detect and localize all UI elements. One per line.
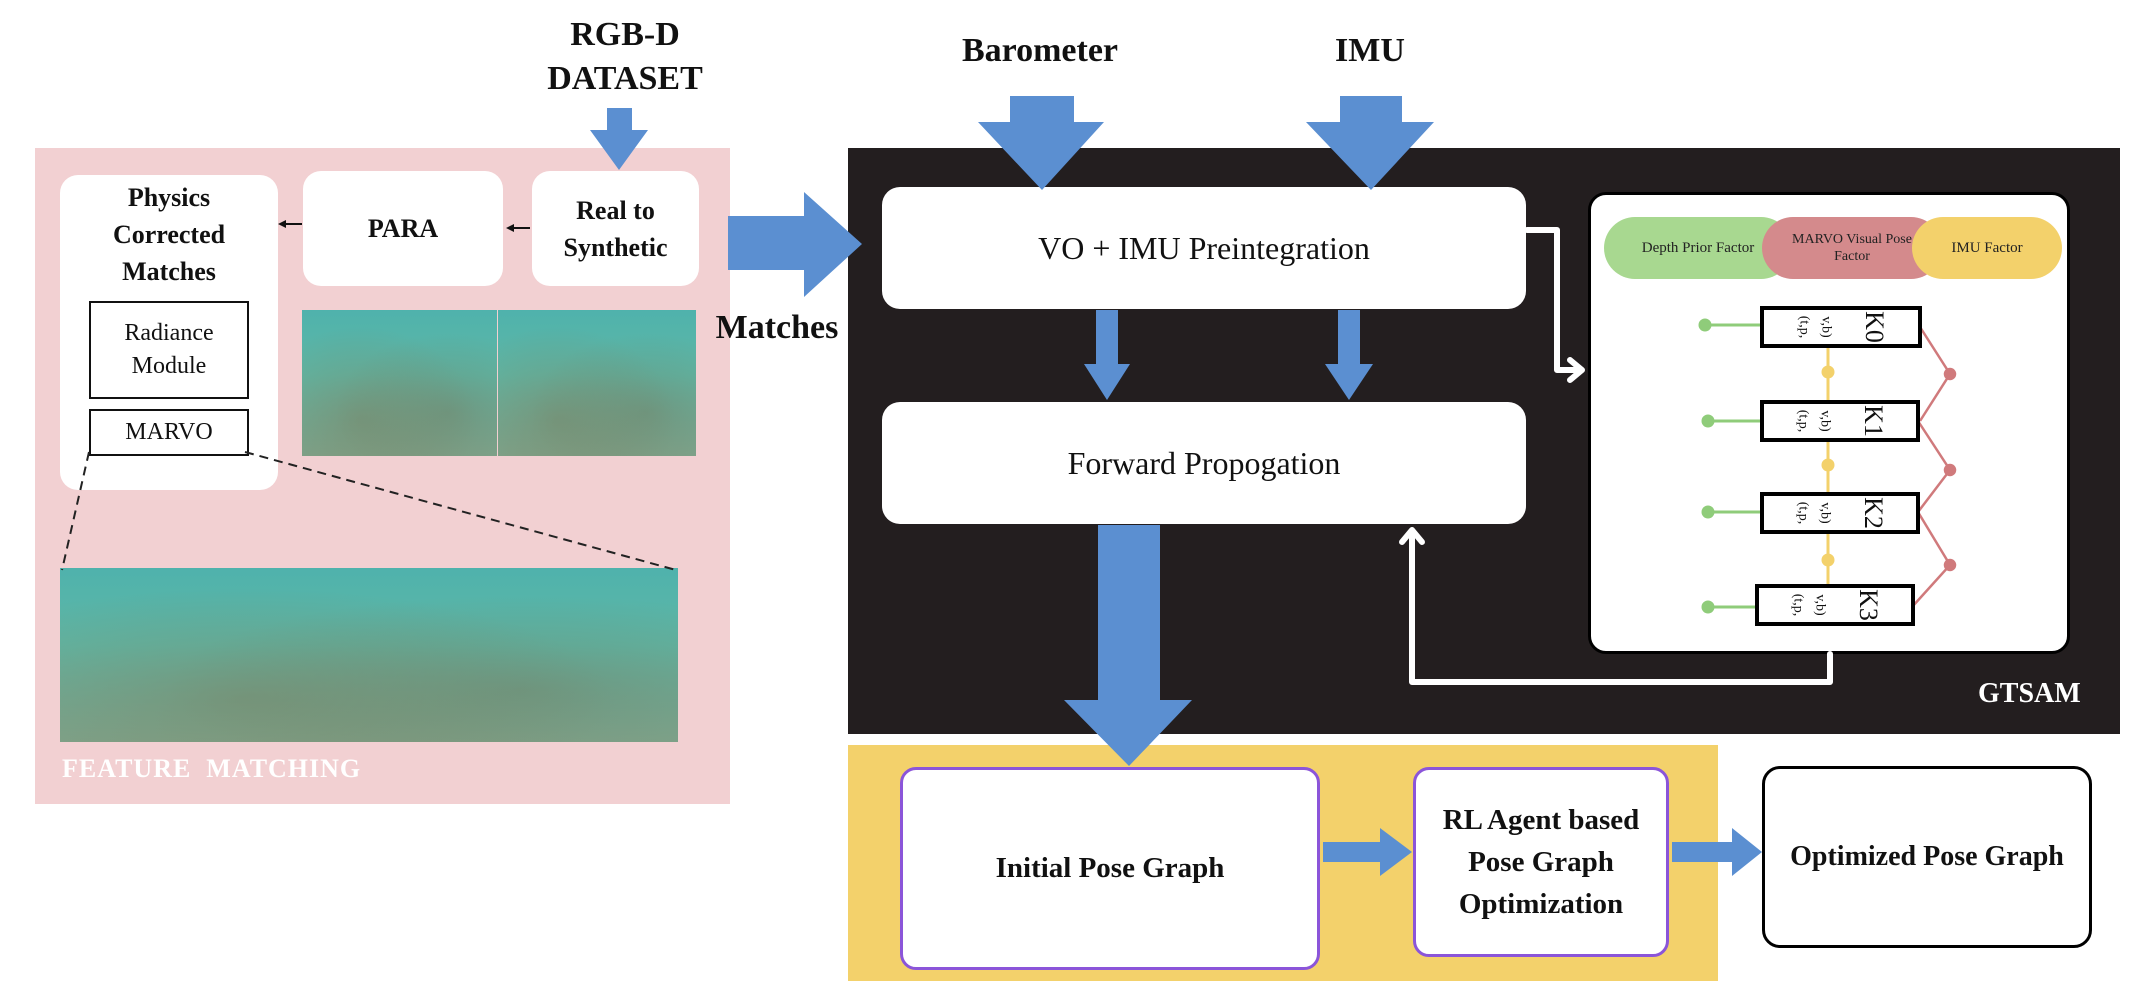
physics-line1: Physics	[127, 182, 211, 212]
imu-label: IMU	[1335, 32, 1405, 69]
arrow-imu-down	[1306, 96, 1434, 190]
radiance-line2: Module	[131, 353, 207, 379]
marvo-box: MARVO	[89, 409, 249, 456]
underwater-image-left	[302, 310, 497, 456]
arrow-initial-to-rl	[1323, 828, 1412, 876]
vo-imu-preintegration-box: VO + IMU Preintegration	[882, 187, 1526, 309]
rgbd-dataset-label: RGB-D DATASET	[520, 12, 730, 102]
keyframe-node-k2: (t,p, v,b) K2	[1760, 492, 1920, 534]
forward-propagation-box: Forward Propogation	[882, 402, 1526, 524]
para-box: PARA	[303, 171, 503, 286]
physics-line2: Corrected	[112, 219, 226, 249]
arrow-vo-forward-left	[1084, 310, 1130, 400]
imu-factor-pill: IMU Factor	[1912, 217, 2062, 279]
real-to-synthetic-box: Real to Synthetic	[532, 171, 699, 286]
marvo-factor-line1: MARVO Visual Pose	[1792, 232, 1912, 247]
arrow-barometer-down	[978, 96, 1104, 190]
real-line1: Real to	[576, 195, 655, 225]
rl-agent-box: RL Agent based Pose Graph Optimization	[1413, 767, 1669, 957]
imu-factor-label: IMU Factor	[1951, 239, 2023, 256]
vo-imu-label: VO + IMU Preintegration	[1038, 229, 1370, 266]
gtsam-panel-label: GTSAM	[1978, 678, 2081, 709]
optimized-pose-graph-label: Optimized Pose Graph	[1790, 841, 2064, 872]
physics-line3: Matches	[122, 256, 216, 286]
arrow-matches-right	[728, 192, 862, 297]
arrow-forward-to-initial	[1064, 525, 1192, 766]
keyframe-node-k3: (t,p, v,b) K3	[1755, 584, 1915, 626]
real-line2: Synthetic	[563, 232, 668, 262]
arrow-vo-forward-right	[1325, 310, 1373, 400]
keyframe-node-k0: (t,p, v,b) K0	[1760, 306, 1922, 348]
marvo-label: MARVO	[125, 419, 213, 445]
depth-prior-factor-pill: Depth Prior Factor	[1604, 217, 1792, 279]
radiance-line1: Radiance	[124, 320, 214, 346]
marvo-factor-line2: Factor	[1834, 249, 1870, 264]
matches-label: Matches	[715, 309, 839, 346]
rl-line3: Optimization	[1458, 888, 1624, 920]
rl-line1: RL Agent based	[1442, 804, 1640, 836]
optimized-pose-graph-box: Optimized Pose Graph	[1762, 766, 2092, 948]
radiance-module-box: Radiance Module	[89, 301, 249, 399]
feature-matching-panel-label: FEATURE MATCHING	[62, 754, 362, 783]
rgbd-line1: RGB-D	[570, 16, 680, 53]
rl-line2: Pose Graph	[1468, 846, 1614, 878]
initial-pose-graph-box: Initial Pose Graph	[900, 767, 1320, 970]
initial-pose-graph-label: Initial Pose Graph	[995, 852, 1225, 884]
underwater-image-right	[498, 310, 696, 456]
keyframe-node-k1: (t,p, v,b) K1	[1760, 400, 1920, 442]
para-label: PARA	[367, 214, 439, 243]
physics-corrected-label: Physics Corrected Matches	[60, 178, 278, 290]
arrow-rgbd-down	[590, 108, 648, 170]
forward-label: Forward Propogation	[1067, 444, 1341, 481]
arrow-rl-to-optimized	[1672, 828, 1762, 876]
rgbd-line2: DATASET	[547, 60, 703, 97]
feature-match-image	[60, 568, 678, 742]
barometer-label: Barometer	[961, 32, 1119, 69]
depth-prior-label: Depth Prior Factor	[1641, 239, 1755, 256]
